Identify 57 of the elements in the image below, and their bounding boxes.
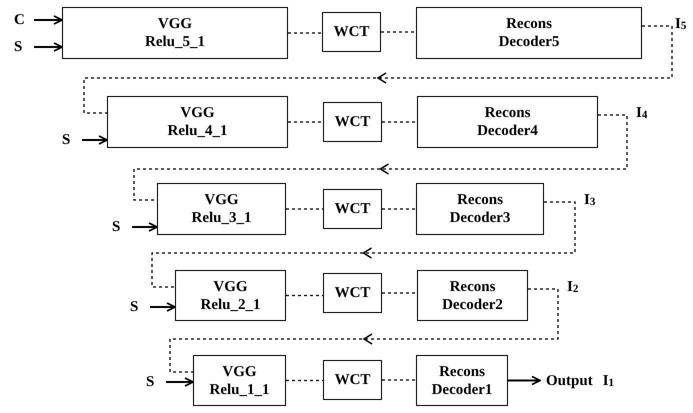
arrow — [34, 15, 63, 25]
process-box — [193, 355, 286, 406]
box-label: VGG Relu_1_1 — [210, 362, 270, 398]
dashed-connector — [288, 32, 322, 34]
dashed-connector — [382, 379, 416, 381]
input-label: Output — [546, 372, 593, 390]
process-box — [323, 360, 382, 400]
arrow — [82, 135, 108, 145]
input-label: S — [130, 298, 138, 316]
edge-label: I$_{3}$ — [583, 192, 596, 208]
input-label: C — [14, 11, 25, 29]
process-box — [416, 7, 642, 59]
box-label: Recons Decoder2 — [442, 278, 503, 314]
output-label: I$_{1}$ — [602, 372, 614, 390]
box-label: Recons Decoder5 — [498, 15, 560, 51]
box-label: Recons Decoder3 — [450, 191, 510, 227]
box-label: WCT — [334, 113, 370, 131]
arrow — [508, 376, 541, 386]
process-box — [417, 96, 598, 148]
dashed-connector — [286, 294, 323, 296]
edge-label: I$_{5}$ — [674, 16, 688, 32]
box-label: Recons Decoder1 — [432, 362, 492, 398]
process-box — [416, 355, 508, 406]
process-box — [323, 102, 382, 142]
dashed-connector — [382, 292, 417, 294]
input-label: S — [14, 38, 22, 56]
process-box — [157, 183, 286, 235]
dashed-connector — [382, 208, 416, 210]
dashed-connector — [288, 121, 323, 123]
process-box — [322, 12, 381, 52]
process-box — [417, 270, 528, 321]
box-label: WCT — [334, 23, 370, 41]
process-box — [323, 273, 382, 313]
dashed-connector — [381, 31, 416, 33]
box-label: VGG Relu_3_1 — [192, 191, 252, 227]
process-box — [416, 183, 544, 235]
box-label: Recons Decoder4 — [477, 104, 538, 140]
dashed-connector — [382, 121, 417, 123]
process-box — [323, 189, 382, 229]
box-label: VGG Relu_4_1 — [168, 104, 228, 140]
input-label: S — [112, 218, 120, 236]
process-box — [107, 96, 288, 148]
box-label: VGG Relu_5_1 — [145, 15, 205, 51]
arrow — [166, 377, 194, 387]
dashed-connector — [286, 208, 323, 210]
process-box — [62, 7, 288, 59]
input-label: S — [146, 373, 154, 391]
box-label: VGG Relu_2_1 — [200, 278, 260, 314]
arrow — [132, 222, 158, 232]
box-label: WCT — [334, 284, 370, 302]
dashed-connector — [286, 380, 323, 382]
input-label: S — [62, 131, 70, 149]
arrow — [150, 302, 176, 312]
box-label: WCT — [334, 200, 370, 218]
arrow — [34, 42, 63, 52]
box-label: WCT — [334, 371, 370, 389]
process-box — [175, 270, 286, 321]
